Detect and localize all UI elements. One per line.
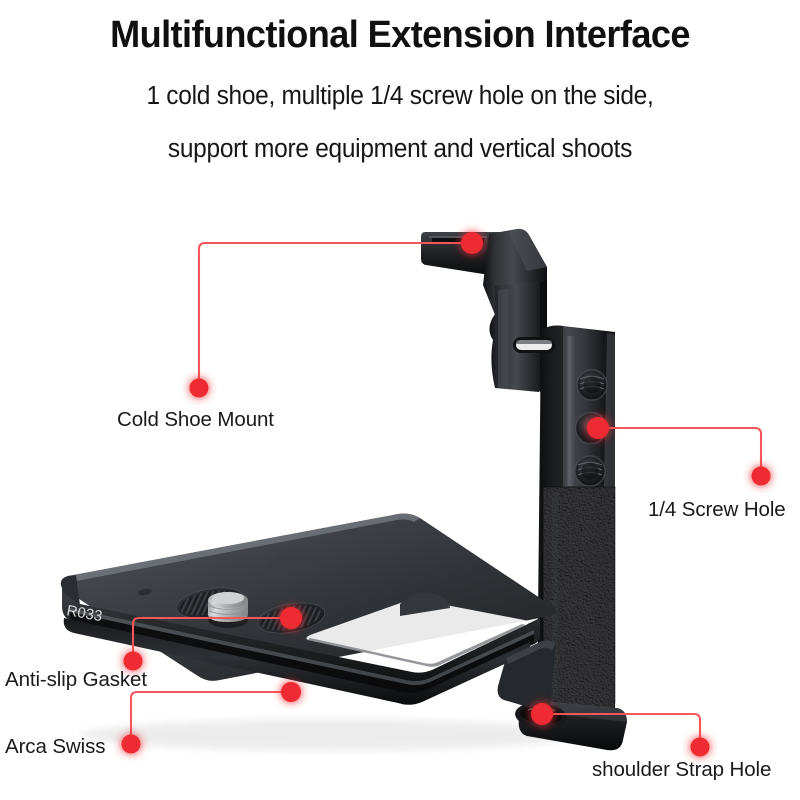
page-title: Multifunctional Extension Interface [110,14,690,56]
marker-anti-slip-gasket [280,607,302,629]
label-dot-anti-slip-gasket [123,651,143,671]
plate-column-joint [497,640,556,711]
label-dot-arca-swiss [121,734,141,754]
plate-column-joint-highlight [506,640,556,664]
leader-line-arca-swiss [129,690,293,741]
plate-top-edge-highlight [68,513,420,582]
arm-neck [489,280,547,392]
plate-tab-right [400,593,450,616]
leader-line-cold-shoe-mount [197,241,466,384]
column-slot-cutout [513,337,555,353]
leader-line-quarter-screw-hole [598,426,763,472]
plate-recess [138,588,152,596]
leader-line-shoulder-strap-hole [540,712,702,744]
plate-tab-left [264,555,314,578]
subtitle-line-1: 1 cold shoe, multiple 1/4 screw hole on … [146,82,654,110]
callout-label-arca-swiss: Arca Swiss [5,735,106,758]
arm-bevel-highlight [509,228,547,271]
tripod-screw [208,592,248,628]
label-dot-cold-shoe-mount [189,378,209,398]
subtitle-line-2: support more equipment and vertical shoo… [167,135,633,163]
leader-line-anti-slip-gasket [131,616,293,658]
column-specular [566,336,576,486]
screw-hole-top [576,369,608,401]
model-engraving: R033 [65,602,103,625]
callout-label-anti-slip-gasket: Anti-slip Gasket [5,668,147,691]
base-plate-assembly: R033 [60,513,557,705]
screw-hole-bottom [574,455,606,487]
column-foot-top-highlight [535,700,627,722]
label-dot-quarter-screw-hole [751,466,771,486]
callout-label-cold-shoe-mount: Cold Shoe Mount [117,408,274,431]
marker-shoulder-strap-hole [531,703,553,725]
callout-label-quarter-screw-hole: 1/4 Screw Hole [648,498,786,521]
marker-quarter-screw-hole [587,417,609,439]
leather-grip [542,486,616,720]
arm-neck-highlight [498,289,508,389]
grip-sheen [552,492,558,697]
callout-label-shoulder-strap-hole: shoulder Strap Hole [592,758,772,781]
drop-shadow [80,719,580,751]
marker-arca-swiss [281,682,301,702]
label-dot-shoulder-strap-hole [690,737,710,757]
marker-cold-shoe-mount [461,232,483,254]
